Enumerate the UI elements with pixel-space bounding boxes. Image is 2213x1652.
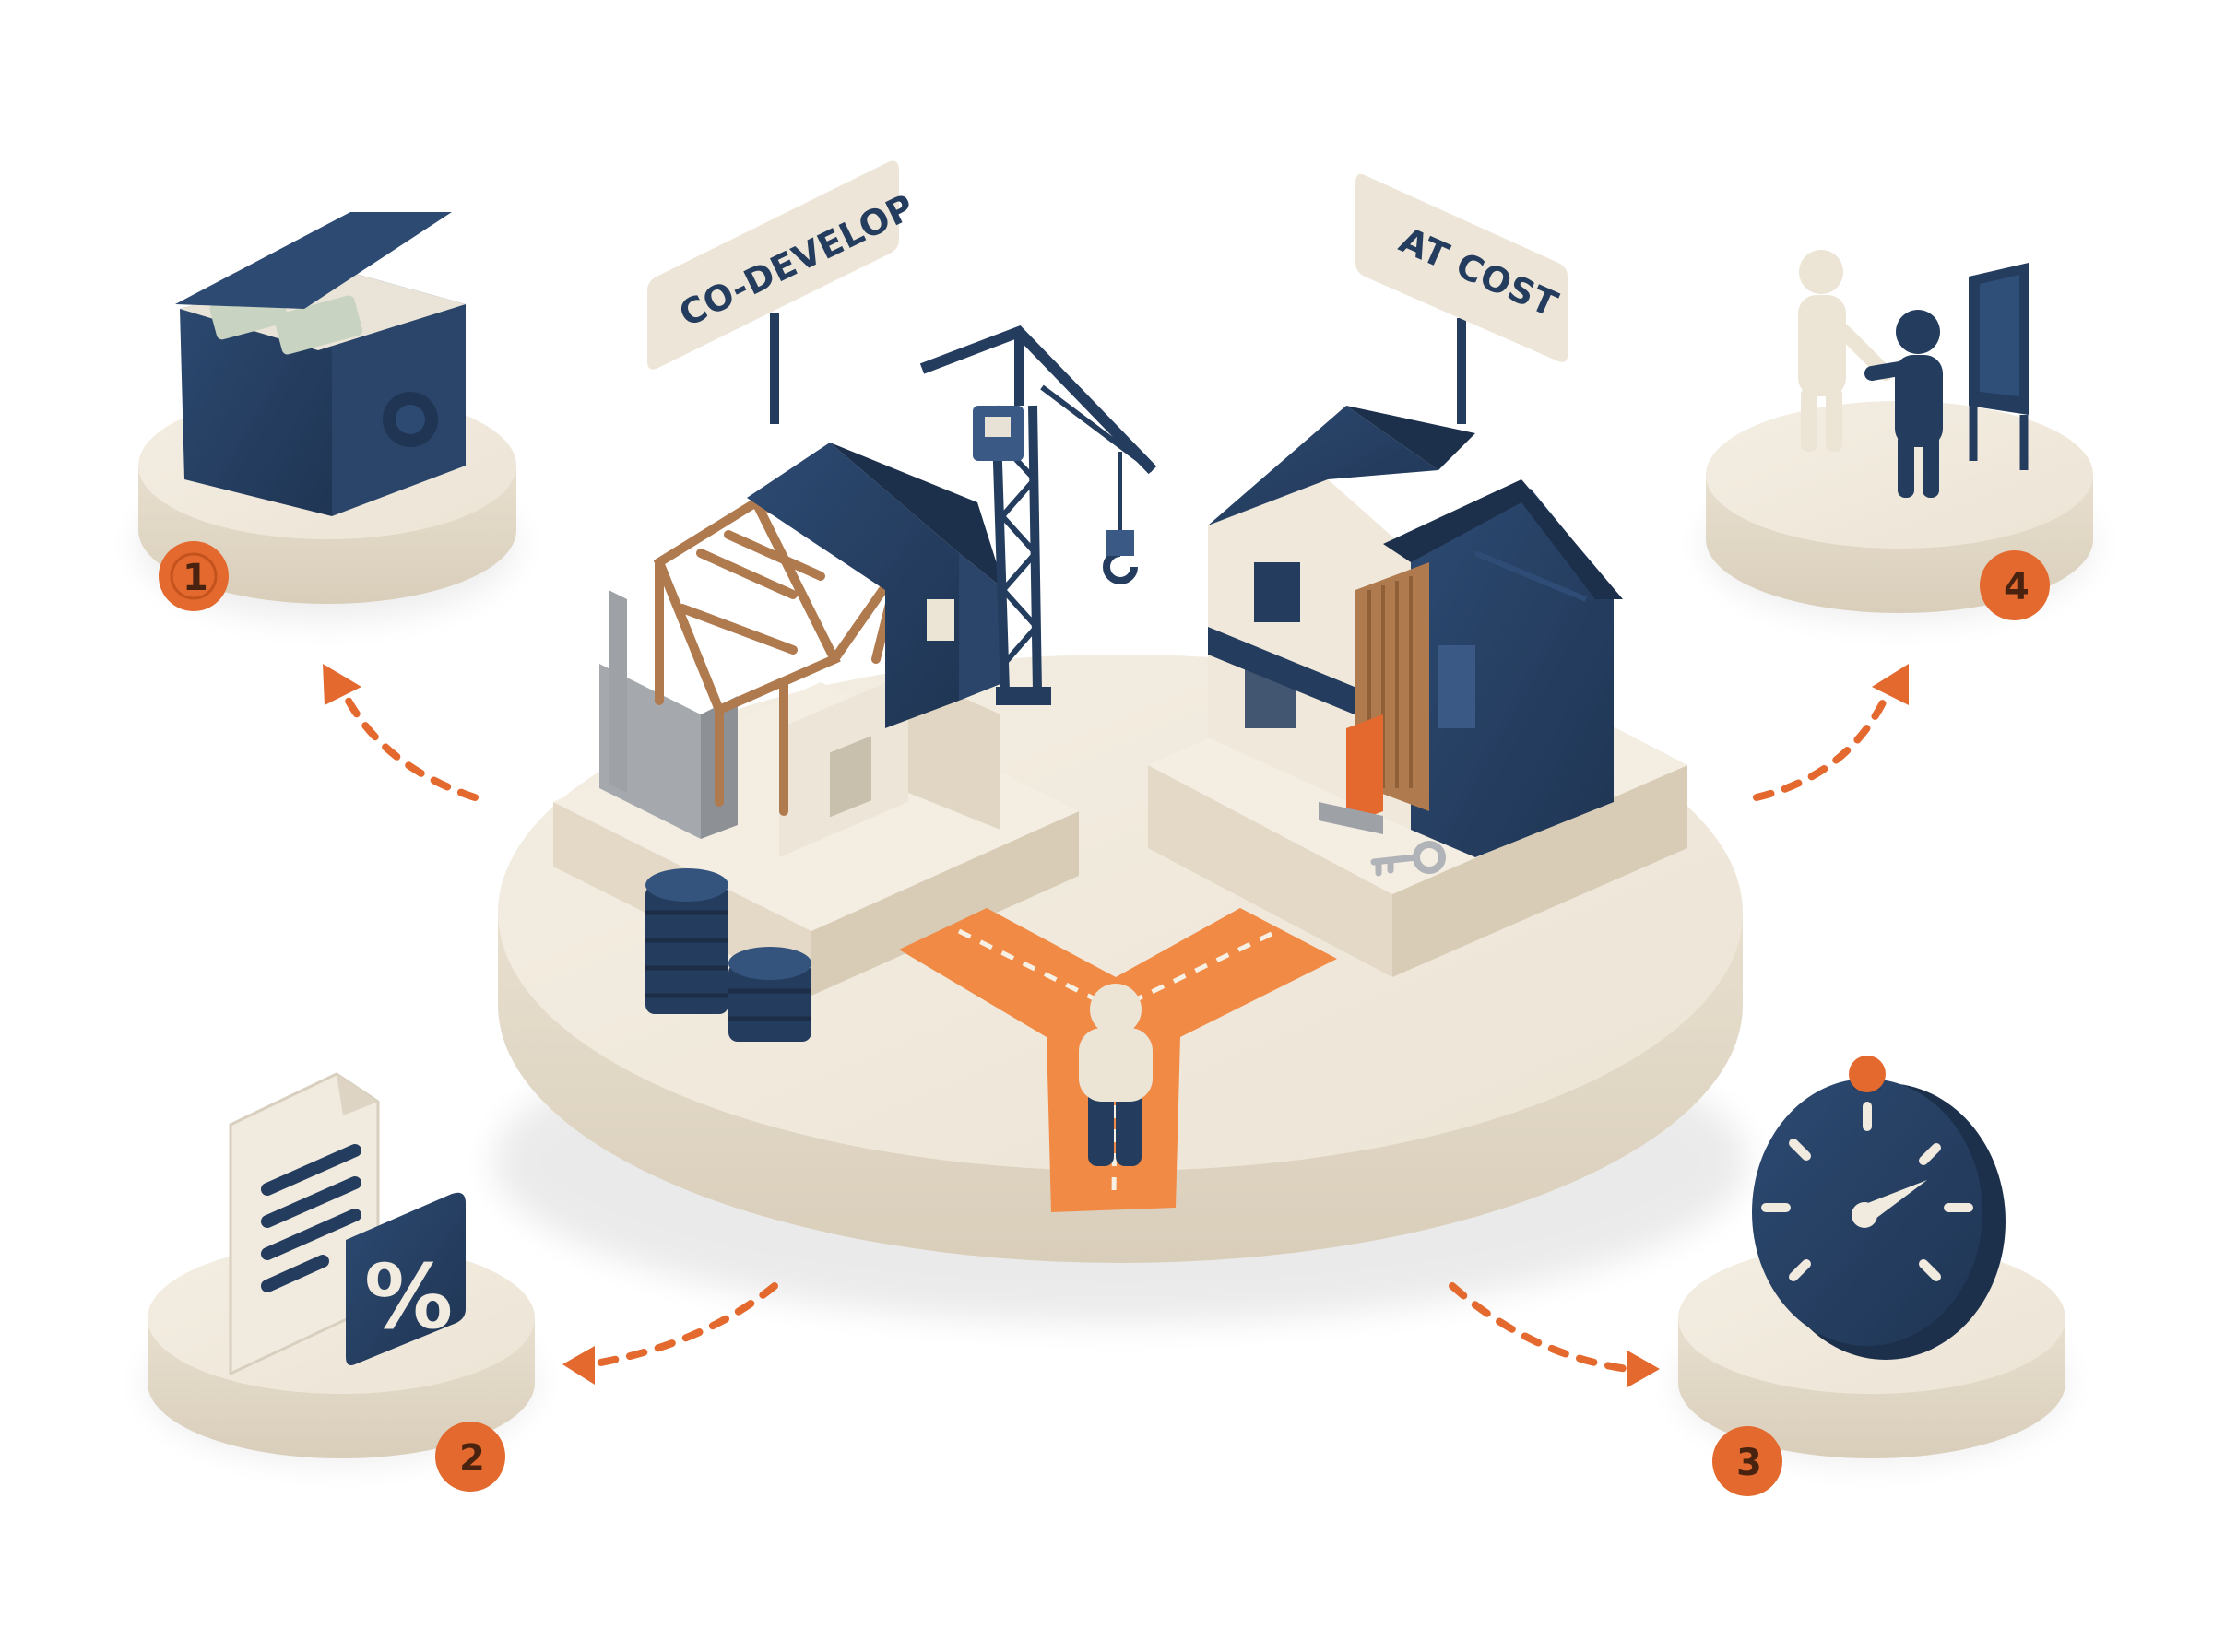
step-1: 1: [138, 212, 516, 620]
step-2: % 2: [148, 1072, 535, 1492]
step-4-badge: [1980, 550, 2050, 620]
at-cost-sign: AT COST: [1355, 173, 1568, 424]
arrow-to-step-2: [586, 1282, 778, 1368]
handshake-icon: [1798, 250, 2029, 498]
step-4-number: 4: [2004, 566, 2030, 608]
finished-house: [1208, 406, 1623, 857]
arrow-to-step-3: [1449, 1282, 1631, 1373]
flow-arrows: [337, 683, 1894, 1373]
person-figure: [1079, 984, 1153, 1166]
coin-stacks-icon: [645, 868, 811, 1042]
money-safe-icon: [175, 212, 466, 516]
step-4: 4: [1706, 250, 2093, 620]
arrow-heads: [323, 664, 1909, 1387]
stopwatch-icon: [1752, 1056, 2006, 1360]
step-3-badge: [1712, 1426, 1782, 1496]
arrow-to-step-1: [337, 683, 479, 801]
step-3: 3: [1678, 1056, 2065, 1496]
step-3-number: 3: [1736, 1442, 1762, 1484]
percent-symbol: %: [364, 1245, 453, 1349]
co-develop-sign: CO-DEVELOP: [647, 160, 920, 424]
construction-house: [599, 442, 1005, 857]
key-icon: [1370, 841, 1446, 877]
step-1-number: 1: [183, 557, 208, 599]
step-2-number: 2: [459, 1437, 485, 1480]
percent-document-icon: %: [229, 1072, 466, 1376]
tower-crane: [919, 324, 1157, 705]
step-2-badge: [435, 1422, 505, 1492]
arrow-to-step-4: [1753, 683, 1894, 801]
